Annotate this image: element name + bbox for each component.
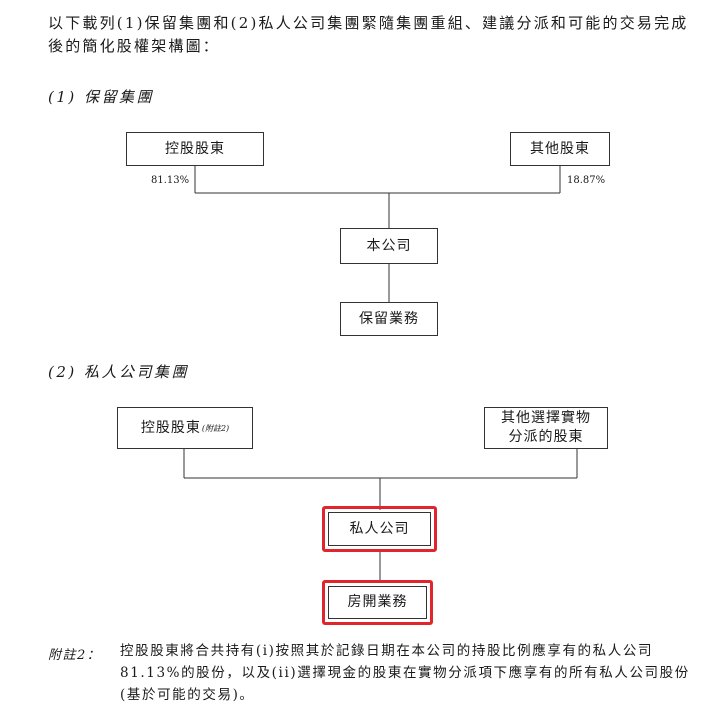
intro-paragraph: 以下載列(1)保留集團和(2)私人公司集團緊隨集團重組、建議分派和可能的交易完成…: [48, 14, 689, 55]
s2-note-ref: (附註2): [201, 423, 230, 433]
s1-pct-left: 81.13%: [151, 175, 190, 186]
note-text: 控股股東將合共持有(i)按照其於記錄日期在本公司的持股比例應享有的私人公司81.…: [120, 643, 690, 703]
s2-property-business-box: 房開業務: [328, 586, 427, 619]
section2-title: (2) 私人公司集團: [48, 363, 190, 381]
s2-private-company-box: 私人公司: [328, 512, 431, 546]
s2-private-company-highlight: [322, 506, 437, 552]
s1-controlling-shareholder-label: 控股股東: [165, 140, 225, 157]
s2-controlling-shareholder-box: 控股股東(附註2): [117, 407, 253, 449]
s2-private-company-label: 私人公司: [349, 520, 410, 537]
section1-title: (1) 保留集團: [48, 88, 155, 106]
s1-retained-business-label: 保留業務: [359, 310, 419, 327]
s2-property-business-label: 房開業務: [347, 594, 408, 610]
s2-other-shareholders-label: 其他選擇實物分派的股東: [501, 410, 591, 445]
s2-property-business-highlight: [322, 580, 433, 625]
s1-other-shareholders-label: 其他股東: [530, 140, 590, 157]
s1-controlling-shareholder-box: 控股股東: [126, 132, 264, 166]
s1-company-label: 本公司: [366, 237, 412, 254]
note-label: 附註2：: [48, 648, 102, 663]
s1-other-shareholders-box: 其他股東: [510, 132, 610, 166]
s2-controlling-shareholder-label: 控股股東: [140, 419, 201, 436]
s1-retained-business-box: 保留業務: [340, 302, 438, 336]
s2-other-shareholders-box: 其他選擇實物分派的股東: [484, 407, 608, 449]
s1-pct-right: 18.87%: [567, 175, 606, 186]
s1-company-box: 本公司: [340, 228, 438, 264]
